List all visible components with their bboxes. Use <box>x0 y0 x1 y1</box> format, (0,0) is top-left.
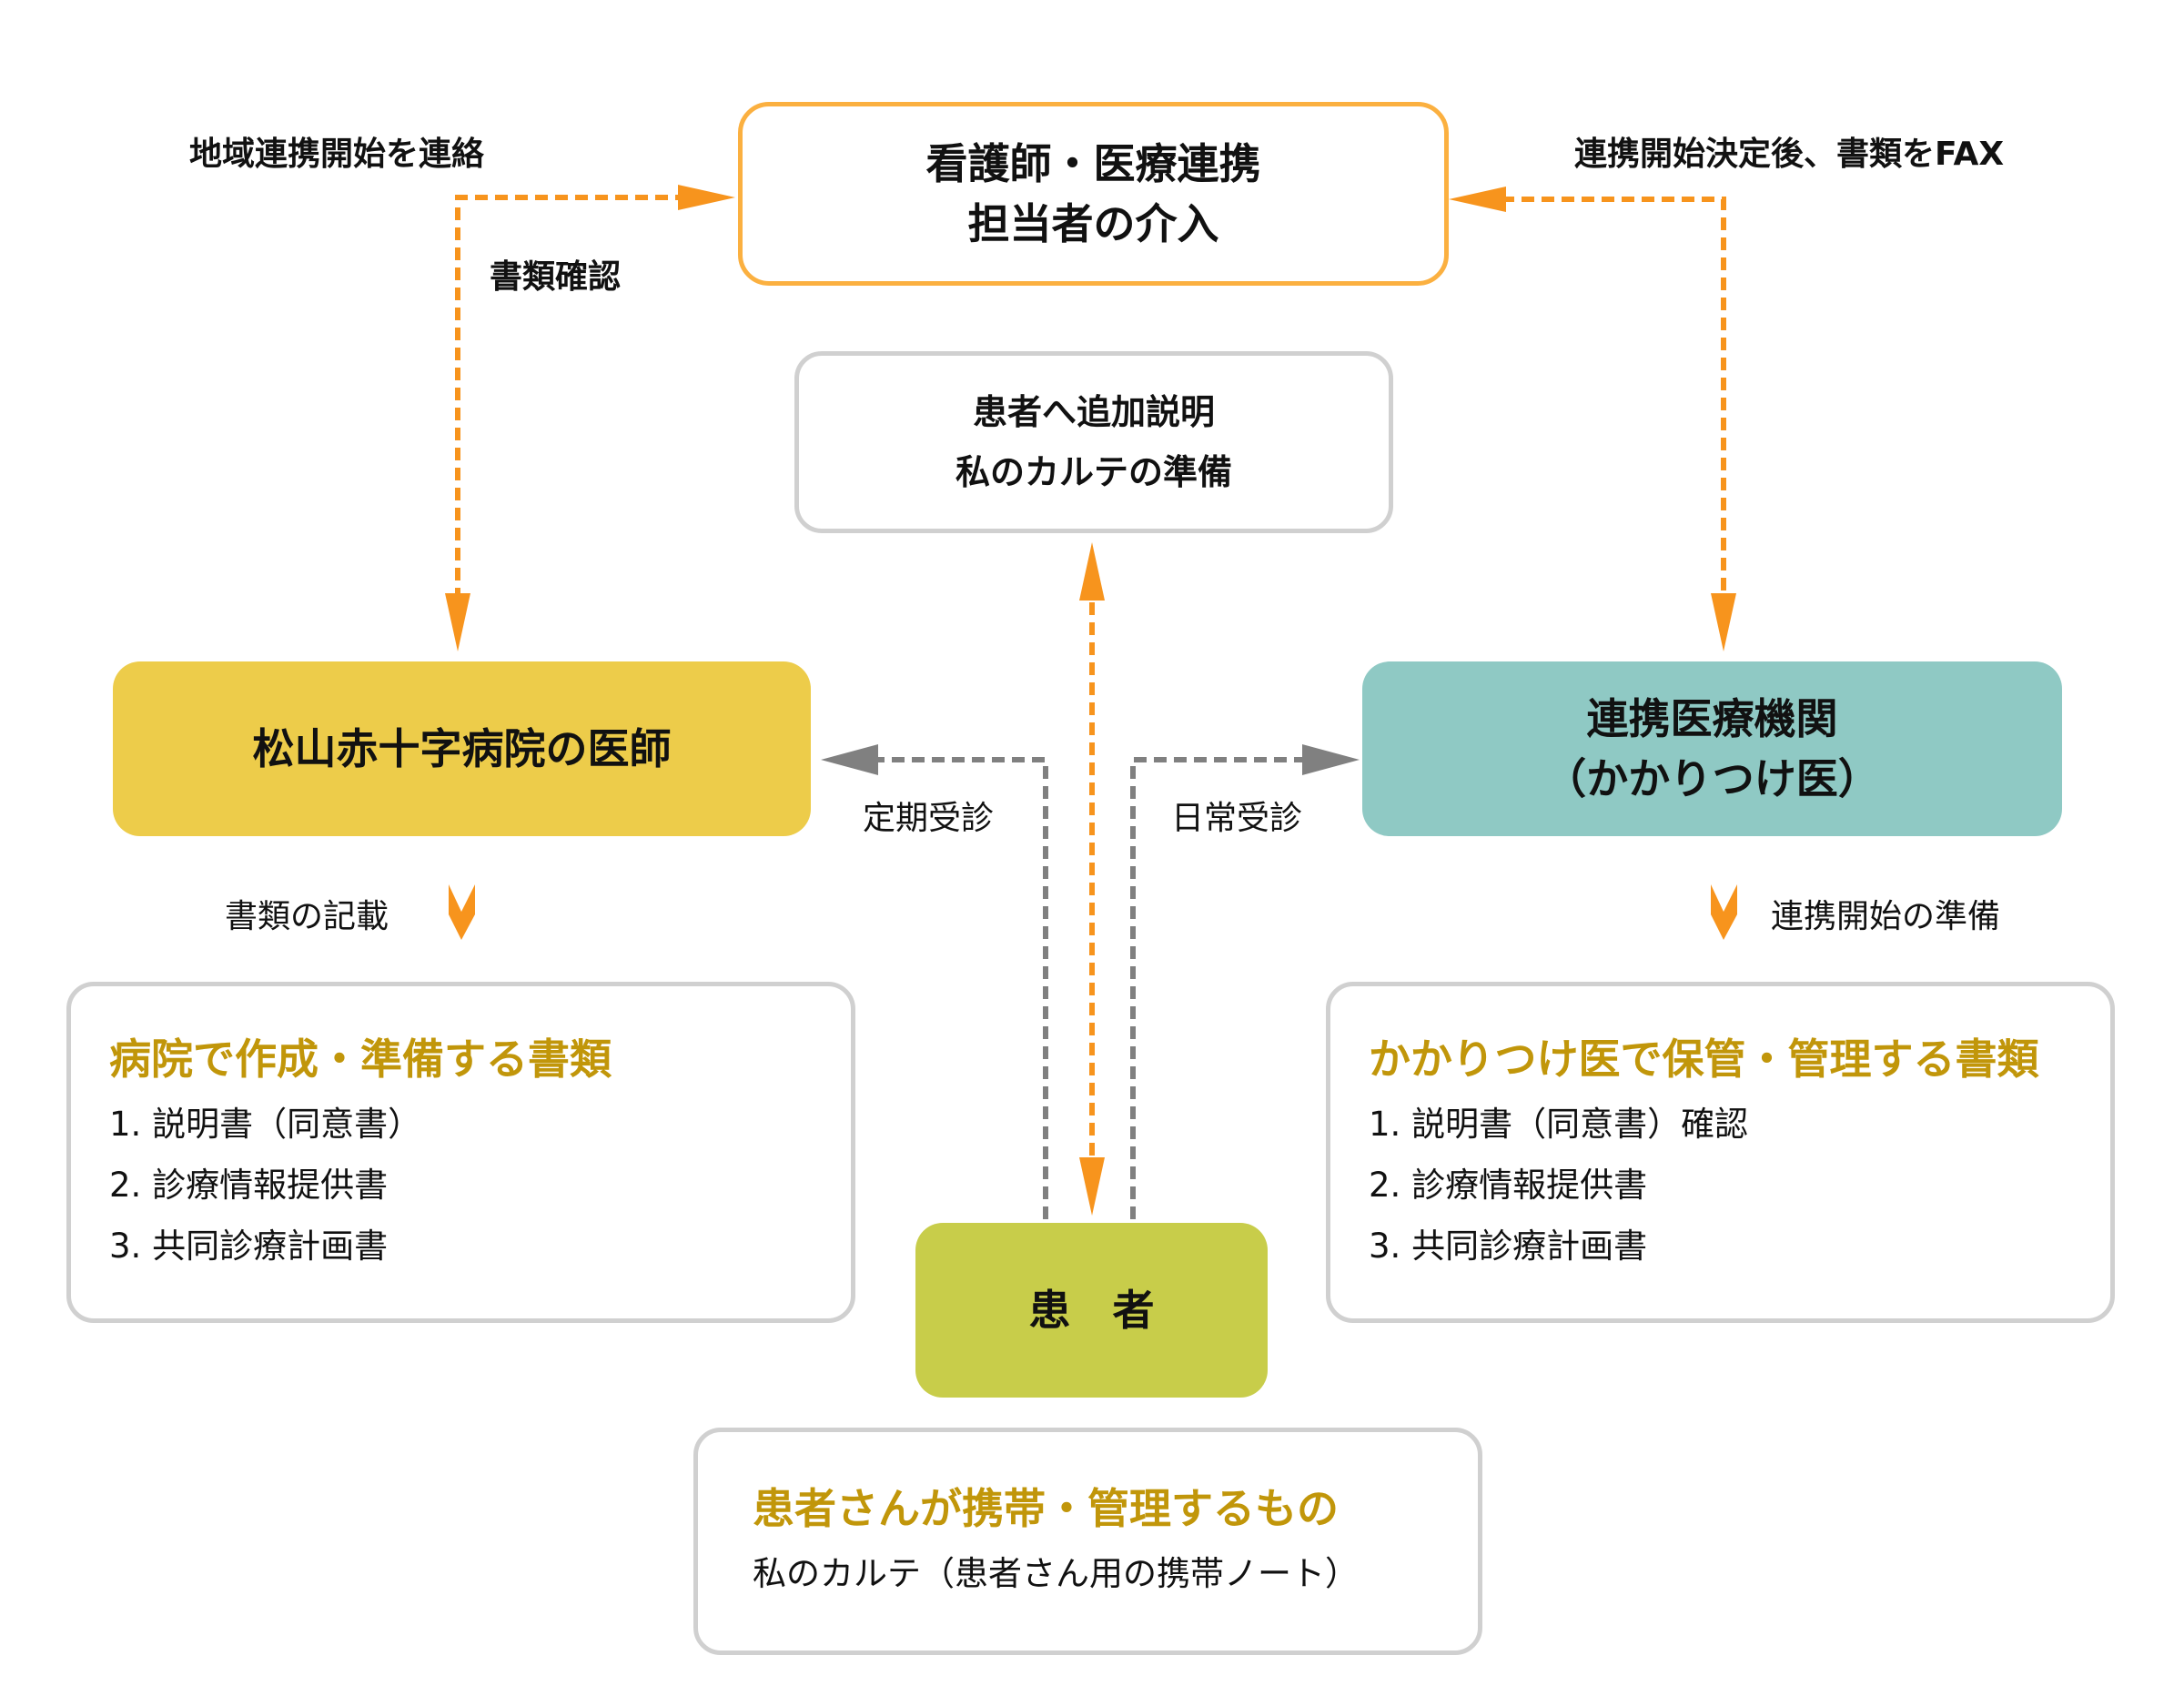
arrowhead-to-clinic <box>1711 593 1736 651</box>
clinic-documents-panel: かかりつけ医で保管・管理する書類 1. 説明書（同意書）確認 2. 診療情報提供… <box>1326 982 2115 1323</box>
hospital-documents-panel: 病院で作成・準備する書類 1. 説明書（同意書） 2. 診療情報提供書 3. 共… <box>66 982 855 1323</box>
connector-nurse-clinic <box>1502 197 1726 601</box>
list-item: 3. 共同診療計画書 <box>109 1227 389 1266</box>
label-document-check: 書類確認 <box>490 258 622 296</box>
list-item: 2. 診療情報提供書 <box>109 1166 389 1205</box>
label-contact-start: 地域連携開始を連絡 <box>189 136 485 173</box>
label-write-documents: 書類の記載 <box>225 898 389 935</box>
explain-line1: 患者へ追加説明 <box>972 392 1215 432</box>
hospital-documents-title: 病院で作成・準備する書類 <box>109 1035 612 1084</box>
explain-line2: 私のカルテの準備 <box>955 452 1232 492</box>
nurse-line1: 看護師・医療連携 <box>925 139 1261 188</box>
list-item: 私のカルテ（患者さん用の携帯ノート） <box>753 1554 1359 1593</box>
nurse-line2: 担当者の介入 <box>967 199 1219 248</box>
arrowhead-gray-to-hospital <box>821 744 878 775</box>
arrowhead-to-hospital <box>445 593 470 651</box>
partner-clinic-node: 連携医療機関 （かかりつけ医） <box>1362 661 2062 836</box>
chevron-down-icon <box>1711 884 1737 940</box>
label-fax-documents: 連携開始決定後、書類をFAX <box>1574 136 2005 173</box>
patient-node: 患 者 <box>915 1223 1268 1398</box>
label-daily-visit: 日常受診 <box>1171 800 1303 837</box>
patient-items-title: 患者さんが携帯・管理するもの <box>753 1484 1339 1533</box>
list-item: 3. 共同診療計画書 <box>1369 1227 1648 1266</box>
arrowhead-gray-to-clinic <box>1302 744 1360 775</box>
list-item: 1. 説明書（同意書） <box>109 1105 422 1144</box>
nurse-coordinator-node: 看護師・医療連携 担当者の介入 <box>738 102 1449 286</box>
partner-clinic-line2: （かかりつけ医） <box>1544 754 1880 803</box>
chevron-down-icon <box>449 884 475 940</box>
connector-hospital-nurse <box>455 195 682 601</box>
list-item: 2. 診療情報提供書 <box>1369 1166 1648 1205</box>
arrowhead-to-explain <box>1079 542 1105 601</box>
label-prepare-start: 連携開始の準備 <box>1771 898 2001 935</box>
patient-label: 患 者 <box>1028 1286 1155 1335</box>
arrowhead-to-patient <box>1079 1157 1105 1216</box>
patient-items-panel: 患者さんが携帯・管理するもの 私のカルテ（患者さん用の携帯ノート） <box>693 1428 1482 1655</box>
partner-clinic-line1: 連携医療機関 <box>1586 694 1838 743</box>
list-item: 1. 説明書（同意書）確認 <box>1369 1105 1749 1144</box>
hospital-doctor-node: 松山赤十字病院の医師 <box>113 661 811 836</box>
label-regular-visit: 定期受診 <box>863 800 995 837</box>
hospital-doctor-label: 松山赤十字病院の医師 <box>252 724 672 773</box>
explanation-node: 患者へ追加説明 私のカルテの準備 <box>794 351 1393 533</box>
arrowhead-to-nurse-right <box>1449 187 1506 212</box>
clinic-documents-title: かかりつけ医で保管・管理する書類 <box>1369 1035 2039 1084</box>
arrowhead-to-nurse-left <box>678 185 735 210</box>
